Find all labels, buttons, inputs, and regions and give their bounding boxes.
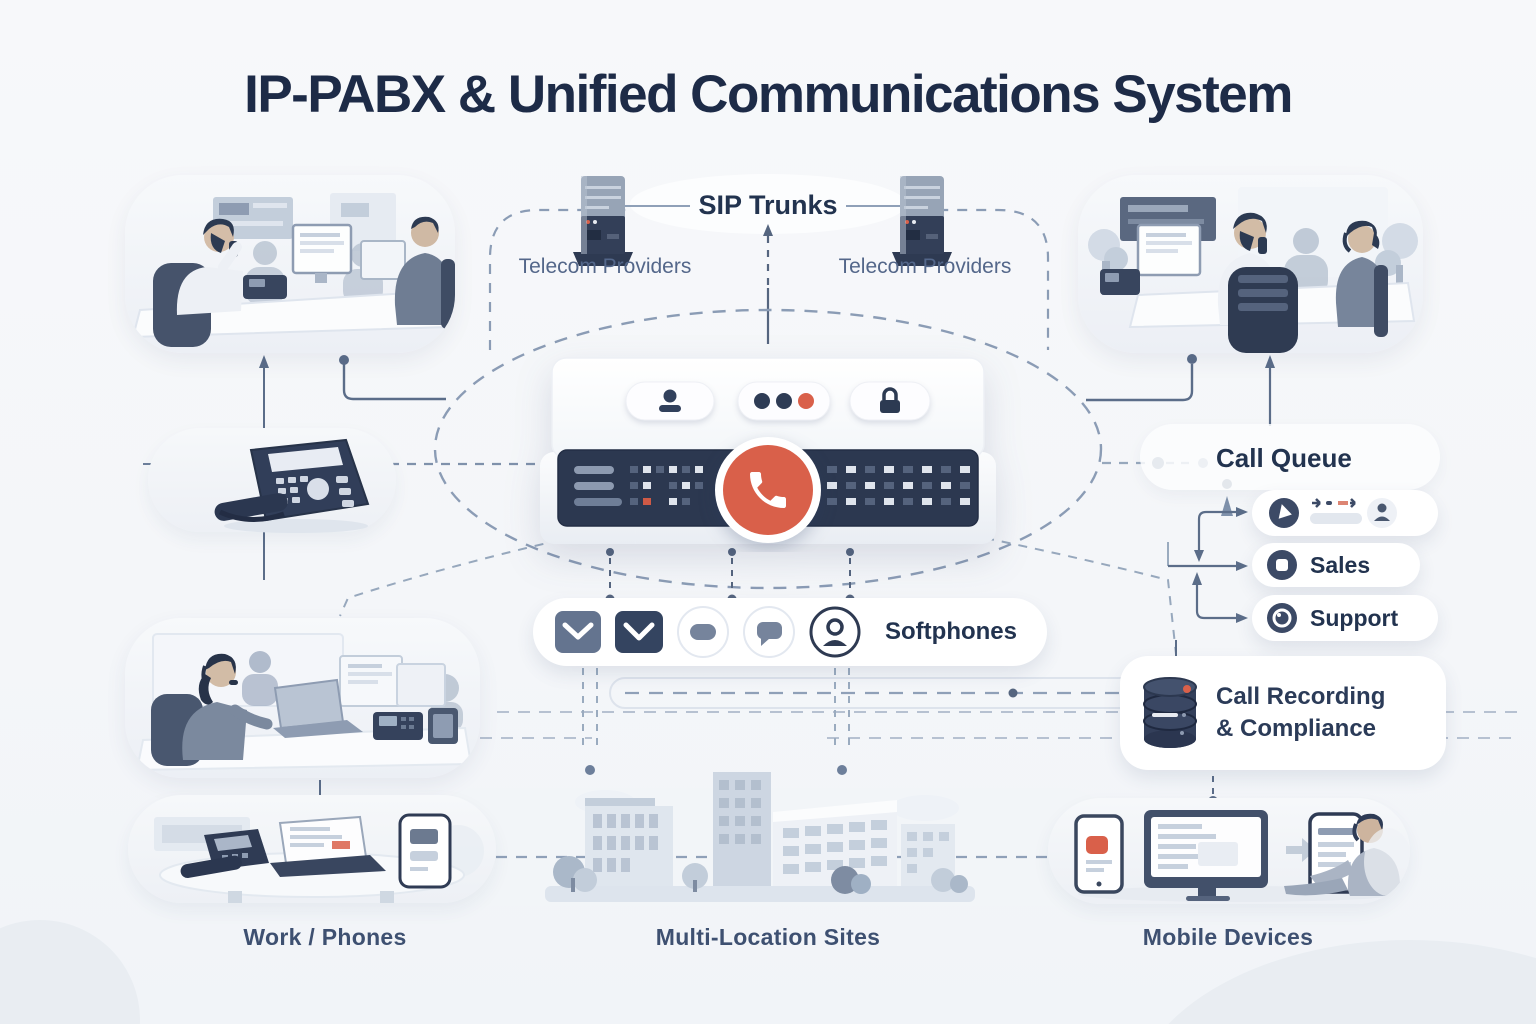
queue-label-sales: Sales [1310, 551, 1371, 578]
call-queue-backdrop [1140, 424, 1440, 490]
office-scene-top-right [1078, 175, 1423, 353]
pbx-device [540, 356, 996, 552]
chat-icon [677, 606, 729, 658]
mail-icon [555, 611, 601, 653]
ip-phone-icon [196, 432, 396, 536]
sip-trunks-label: SIP Trunks [698, 190, 838, 220]
office-illustration [131, 193, 455, 347]
page-title: IP-PABX & Unified Communications System [244, 65, 1293, 124]
lock-icon [880, 387, 900, 413]
telecom-provider-label-left: Telecom Providers [518, 255, 692, 278]
mail-dark-icon [615, 611, 663, 653]
stop-square-icon [1267, 550, 1297, 580]
call-queue-item-sales: Sales [1252, 543, 1420, 587]
telecom-provider-label-right: Telecom Providers [838, 255, 1012, 278]
database-icon [1143, 677, 1197, 748]
pbx-indicator-grid-left [630, 466, 703, 505]
call-queue-ivr-card [1252, 490, 1438, 536]
softphones-label: Softphones [885, 618, 1017, 645]
call-recording-label-line1: Call Recording [1216, 683, 1386, 710]
office-scene-top-left [125, 175, 455, 353]
pbx-top-buttons [625, 381, 931, 421]
mobile-devices-panel [1048, 798, 1410, 904]
status-dots-icon [754, 393, 814, 409]
message-bubble-icon [743, 606, 795, 658]
agent-icon [1367, 498, 1397, 528]
pbx-indicator-grid-right [827, 466, 970, 505]
server-icon-right [886, 172, 958, 268]
contact-icon [809, 606, 861, 658]
call-recording-label-line2: & Compliance [1216, 715, 1377, 742]
queue-label-support: Support [1310, 604, 1399, 631]
multi-location-illustration [545, 772, 975, 904]
softphones-bar: Softphones [533, 598, 1047, 666]
call-recording-card: Call Recording & Compliance [1120, 656, 1446, 770]
user-icon [663, 389, 677, 403]
record-lens-icon [1267, 603, 1297, 633]
call-queue-item-support: Support [1252, 595, 1438, 641]
office-illustration [1088, 187, 1418, 353]
phone-handset-icon [715, 437, 821, 543]
flow-arrows-icon [1310, 498, 1362, 524]
section-label-work-phones: Work / Phones [243, 924, 407, 950]
call-center-scene [125, 618, 480, 778]
section-label-mobile-devices: Mobile Devices [1142, 924, 1314, 950]
section-label-multi-location: Multi-Location Sites [655, 924, 881, 950]
server-icon-left [567, 172, 639, 268]
call-queue-title: Call Queue [1216, 443, 1352, 473]
work-phones-panel [128, 795, 496, 903]
